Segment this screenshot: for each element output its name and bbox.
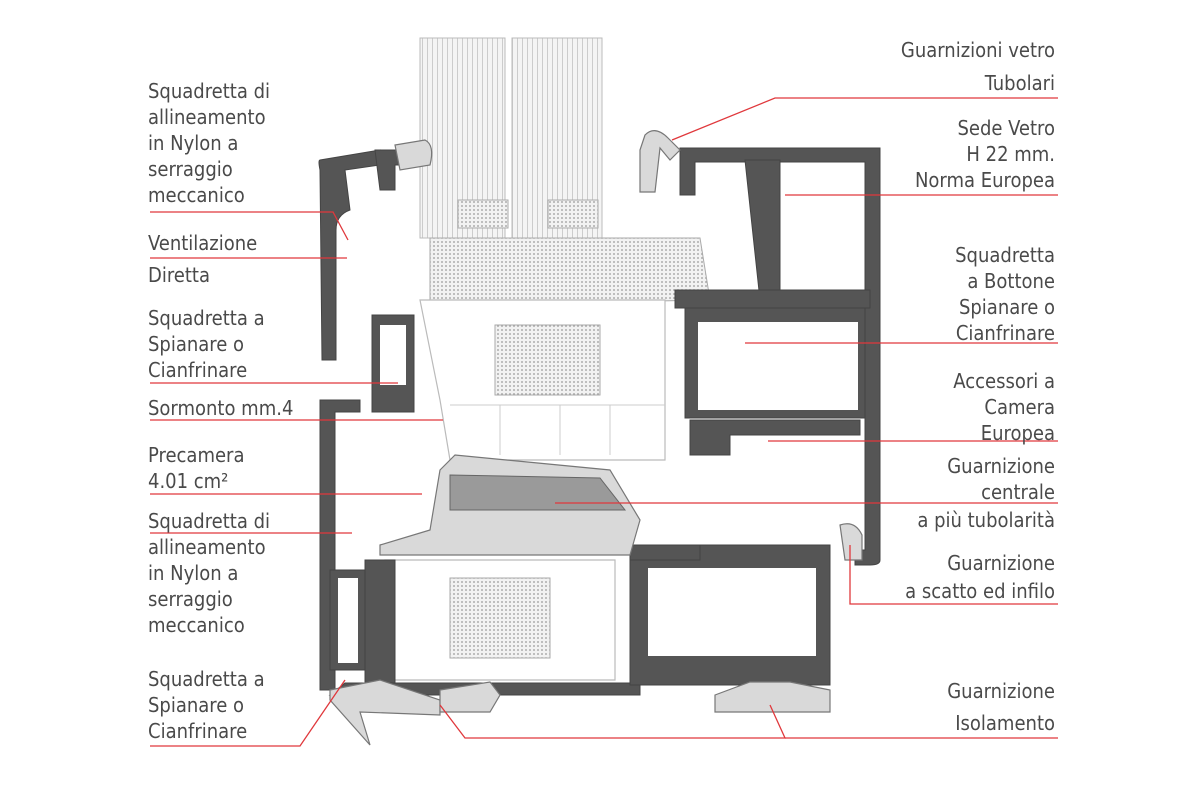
sash-aluminium-inner [674,147,881,566]
sash-pvc-core [419,299,666,461]
leader-lines [150,97,1058,747]
frame-pvc-core [384,559,616,681]
gaskets [329,130,863,746]
label-ventilazione: Ventilazione [148,231,257,255]
label-sormonto: Sormonto mm.4 [148,396,293,420]
glass-unit [419,37,711,306]
label-piu-tubolarita: a più tubolarità [917,508,1055,532]
frame-aluminium-inner [629,544,831,686]
label-diretta: Diretta [148,263,210,287]
label-guarnizioni-vetro: Guarnizioni vetro [901,38,1055,62]
label-tubolari: Tubolari [984,71,1055,95]
